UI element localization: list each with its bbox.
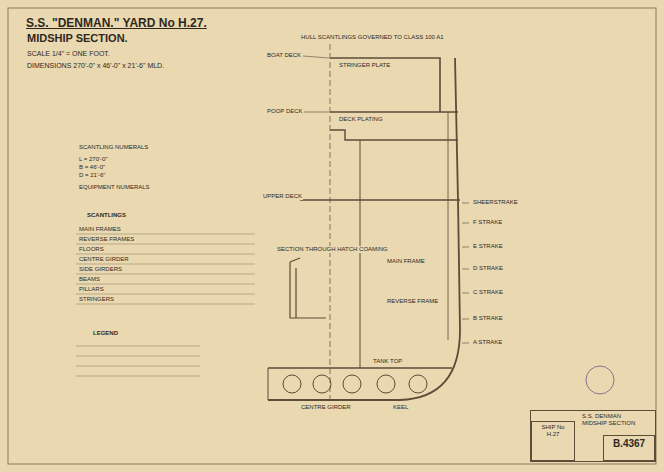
drawing-label: BEAMS xyxy=(78,276,101,283)
hull-section xyxy=(268,44,460,400)
drawing-label: B STRAKE xyxy=(472,315,504,322)
drawing-label: CENTRE GIRDER xyxy=(300,404,352,411)
drawing-label: FLOORS xyxy=(78,246,105,253)
title-block-cell: B.4367 xyxy=(603,435,655,461)
title-block: S.S. DENMANMIDSHIP SECTIONSHIP NoH.27B.4… xyxy=(530,410,656,462)
lightening-hole xyxy=(313,375,331,393)
lightening-hole xyxy=(377,375,395,393)
drawing-label: F STRAKE xyxy=(472,219,503,226)
approval-stamp xyxy=(586,366,614,394)
reverse-frame xyxy=(448,112,449,340)
table-rules xyxy=(76,234,255,376)
drawing-title: S.S. "DENMAN." YARD No H.27. xyxy=(26,16,207,30)
centre-line xyxy=(330,44,331,400)
title-block-text: H.27 xyxy=(535,431,571,438)
drawing-label: MAIN FRAME xyxy=(386,258,426,265)
drawing-label: D STRAKE xyxy=(472,265,504,272)
drawing-label: POOP DECK xyxy=(266,108,304,115)
drawing-label: SIDE GIRDERS xyxy=(78,266,123,273)
drawing-label: SECTION THROUGH HATCH COAMING xyxy=(276,246,389,253)
upper-deck xyxy=(300,199,460,201)
drawing-label: SCANTLINGS xyxy=(86,212,127,219)
pillar xyxy=(360,140,361,200)
leader-lines xyxy=(303,56,469,343)
drawing-label: DIMENSIONS 270'-0" x 46'-0" x 21'-6" MLD… xyxy=(26,62,165,70)
drawing-label: C STRAKE xyxy=(472,289,504,296)
title-block-cell: SHIP NoH.27 xyxy=(531,421,575,461)
tank-top xyxy=(268,367,452,368)
boat-deck xyxy=(330,58,440,112)
title-block-text: MIDSHIP SECTION xyxy=(582,420,652,427)
drawing-label: DECK PLATING xyxy=(338,116,384,123)
drawing-label: REVERSE FRAME xyxy=(386,298,439,305)
drawing-label: HULL SCANTLINGS GOVERNED TO CLASS 100 A1 xyxy=(300,34,445,41)
drawing-label: STRINGERS xyxy=(78,296,115,303)
lightening-hole xyxy=(343,375,361,393)
pillar xyxy=(360,200,361,368)
drawing-label: BOAT DECK xyxy=(266,52,302,59)
drawing-label: L = 270'-0" xyxy=(78,156,109,163)
hatch-coaming-detail xyxy=(290,258,326,318)
drawing-label: EQUIPMENT NUMERALS xyxy=(78,184,151,191)
drawing-label: UPPER DECK xyxy=(262,193,303,200)
title-block-text: SHIP No xyxy=(535,424,571,431)
drawing-label: MAIN FRAMES xyxy=(78,226,122,233)
drawing-label: REVERSE FRAMES xyxy=(78,236,135,243)
title-block-text: S.S. DENMAN xyxy=(582,413,652,420)
drawing-label: LEGEND xyxy=(92,330,119,337)
drawing-label: D = 21'-6" xyxy=(78,172,106,179)
drawing-label: MIDSHIP SECTION. xyxy=(26,32,129,44)
drawing-label: SCALE 1/4" = ONE FOOT. xyxy=(26,50,111,58)
drawing-label: PILLARS xyxy=(78,286,105,293)
drawing-label: A STRAKE xyxy=(472,339,503,346)
sheet-border xyxy=(8,8,656,464)
poop-deck xyxy=(330,111,458,113)
drawing-label: E STRAKE xyxy=(472,243,504,250)
lightening-hole xyxy=(283,375,301,393)
drawing-label: SCANTLING NUMERALS xyxy=(78,144,149,151)
drawing-label: B = 46'-0" xyxy=(78,164,106,171)
drawing-label: KEEL xyxy=(392,404,409,411)
drawing-label: CENTRE GIRDER xyxy=(78,256,130,263)
drawing-label: SHEERSTRAKE xyxy=(472,199,519,206)
tank-end xyxy=(268,368,269,400)
drawing-label: STRINGER PLATE xyxy=(338,62,391,69)
title-block-text: B.4367 xyxy=(607,438,651,450)
drawing-label: TANK TOP xyxy=(372,358,403,365)
hatch-deck xyxy=(330,130,458,140)
lightening-hole xyxy=(409,375,427,393)
